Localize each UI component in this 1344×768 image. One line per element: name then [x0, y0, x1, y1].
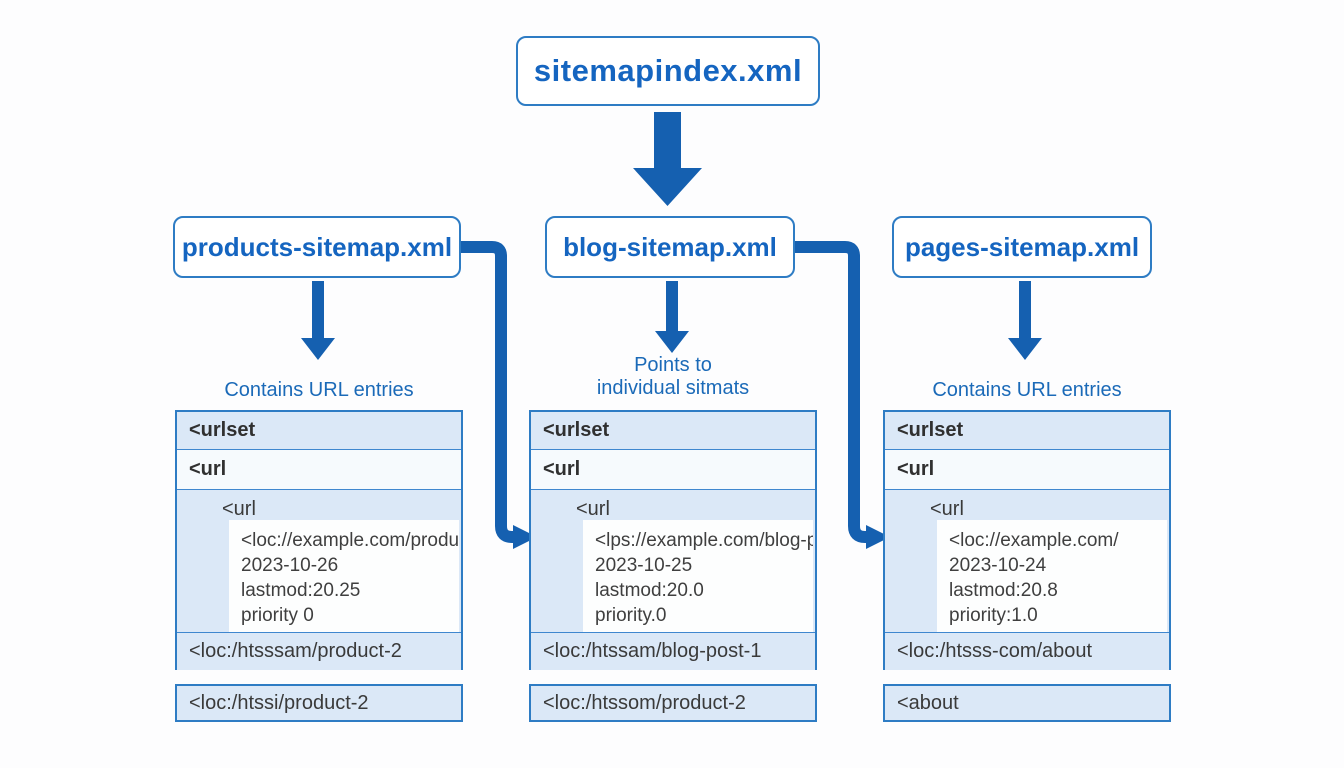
xml-box-blog: <urlset <url <url <lps://example.com/blo… — [529, 410, 817, 670]
extra-loc-box-pages: <about — [883, 684, 1171, 722]
detail-line: lastmod:20.8 — [949, 580, 1058, 601]
nested-url-tag: <url — [930, 498, 964, 520]
url-row: <url — [177, 450, 461, 490]
down-arrow-icon — [301, 281, 335, 360]
loc-row: <loc:/htsssam/product-2 — [177, 632, 461, 670]
xml-box-products: <urlset <url <url <loc://example.com/pro… — [175, 410, 463, 670]
nested-url-section: <url <lps://example.com/blog-post-1 2023… — [531, 490, 815, 632]
file-box-blog: blog-sitemap.xml — [545, 216, 795, 278]
detail-line: <loc://example.com/ — [949, 530, 1119, 551]
loc-row: <loc:/htssam/blog-post-1 — [531, 632, 815, 670]
root-sitemap-label: sitemapindex.xml — [533, 53, 803, 88]
caption-pages: Contains URL entries — [883, 379, 1171, 402]
extra-loc-box-products: <loc:/htssi/product-2 — [175, 684, 463, 722]
caption-line: Contains URL entries — [224, 379, 414, 401]
detail-line: <loc://example.com/product-1 — [241, 530, 459, 551]
file-label: products-sitemap.xml — [181, 231, 453, 262]
detail-line: lastmod:20.0 — [595, 580, 704, 601]
detail-line: lastmod:20.25 — [241, 580, 361, 601]
urlset-row: <urlset — [885, 412, 1169, 450]
nested-url-tag: <url — [222, 498, 256, 520]
xml-box-pages: <urlset <url <url <loc://example.com/ 20… — [883, 410, 1171, 670]
root-sitemap-box: sitemapindex.xml — [516, 36, 820, 106]
file-label: blog-sitemap.xml — [563, 231, 777, 262]
url-row: <url — [885, 450, 1169, 490]
caption-line: Points to — [634, 354, 712, 376]
detail-line: <lps://example.com/blog-post-1 — [595, 530, 813, 551]
file-box-products: products-sitemap.xml — [173, 216, 461, 278]
url-detail-panel: <loc://example.com/product-1 2023-10-26 … — [229, 520, 459, 632]
file-box-pages: pages-sitemap.xml — [892, 216, 1152, 278]
nested-url-tag: <url — [576, 498, 610, 520]
detail-line: 2023-10-24 — [949, 555, 1047, 576]
loc-row: <loc:/htsss-com/about — [885, 632, 1169, 670]
caption-blog: Points to individual sitmats — [529, 354, 817, 400]
url-detail-panel: <loc://example.com/ 2023-10-24 lastmod:2… — [937, 520, 1167, 632]
caption-line: individual sitmats — [596, 377, 750, 399]
caption-line: Contains URL entries — [932, 379, 1122, 401]
extra-loc-box-blog: <loc:/htssom/product-2 — [529, 684, 817, 722]
down-arrow-icon — [655, 281, 689, 353]
nested-url-section: <url <loc://example.com/ 2023-10-24 last… — [885, 490, 1169, 632]
elbow-connector — [460, 241, 518, 543]
detail-line: 2023-10-25 — [595, 555, 693, 576]
down-arrow-icon — [633, 112, 702, 206]
file-label: pages-sitemap.xml — [904, 231, 1140, 262]
url-row: <url — [531, 450, 815, 490]
detail-line: priority:1.0 — [949, 605, 1038, 626]
detail-line: priority.0 — [595, 605, 667, 626]
detail-line: 2023-10-26 — [241, 555, 339, 576]
nested-url-section: <url <loc://example.com/product-1 2023-1… — [177, 490, 461, 632]
urlset-row: <urlset — [531, 412, 815, 450]
urlset-row: <urlset — [177, 412, 461, 450]
caption-products: Contains URL entries — [175, 379, 463, 402]
url-detail-panel: <lps://example.com/blog-post-1 2023-10-2… — [583, 520, 813, 632]
detail-line: priority 0 — [241, 605, 314, 626]
down-arrow-icon — [1008, 281, 1042, 360]
